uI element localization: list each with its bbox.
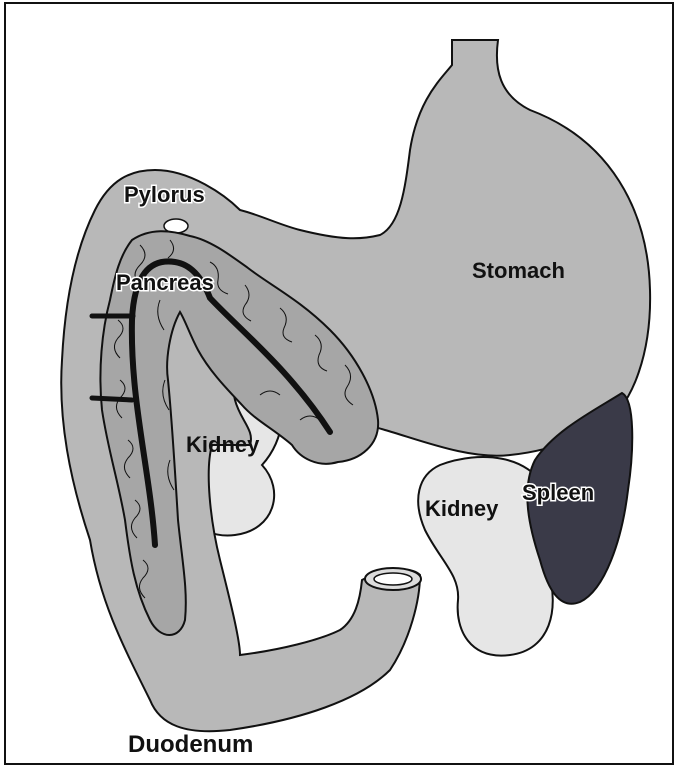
pylorus-label: Pylorus (124, 182, 205, 207)
kidney-left-label: Kidney (186, 432, 260, 457)
spleen-label: Spleen (522, 480, 594, 505)
duct-branch-lower (92, 398, 132, 400)
pancreas-label: Pancreas (116, 270, 214, 295)
stomach-label: Stomach (472, 258, 565, 283)
duodenum-lumen (374, 573, 412, 585)
kidney-right-label: Kidney (425, 496, 499, 521)
duodenum-label: Duodenum (128, 731, 253, 758)
